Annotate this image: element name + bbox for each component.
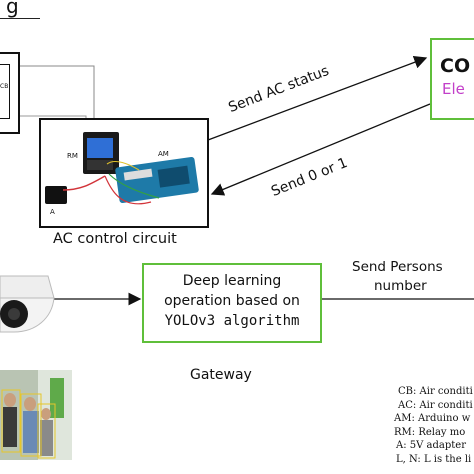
cloud-box-subtitle: Ele <box>442 80 465 98</box>
legend-item: A: 5V adapter <box>396 440 466 451</box>
arrow-send-0-or-1 <box>210 103 431 196</box>
circuit-drawing <box>45 132 199 205</box>
camera-icon <box>0 266 56 346</box>
gateway-line2: operation based on <box>164 293 300 309</box>
circuit-rm-label: RM <box>67 152 78 160</box>
ac-control-circuit-box <box>39 118 209 228</box>
circuit-am-label: AM <box>158 150 169 158</box>
ac-inner-box <box>0 64 10 119</box>
gateway-box <box>142 263 322 343</box>
send-persons-label-line1: Send Persons <box>352 259 443 275</box>
circuit-a-label: A <box>50 208 55 216</box>
legend-item: CB: Air conditi <box>398 386 473 397</box>
send-persons-label-line2: number <box>374 278 427 294</box>
top-divider <box>0 18 40 19</box>
gateway-caption: Gateway <box>190 367 252 383</box>
legend-item: AC: Air conditi <box>398 399 473 411</box>
cloud-box-title: CO <box>440 55 471 77</box>
gateway-line1: Deep learning <box>182 273 282 289</box>
legend-item: RM: Relay mo <box>394 426 466 438</box>
ac-unit-label: CB <box>0 83 9 90</box>
cloud-box <box>430 38 474 120</box>
wire-gray <box>20 65 95 128</box>
ac-control-circuit-caption: AC control circuit <box>53 231 177 247</box>
arrow-send-ac-status <box>207 56 428 141</box>
legend-item: AM: Arduino w <box>394 413 471 424</box>
legend: CB: Air conditi AC: Air conditi AM: Ardu… <box>390 385 474 466</box>
legend-item: L, N: L is the li <box>396 453 472 465</box>
top-title-fragment: g <box>6 0 19 18</box>
detection-image <box>0 360 72 460</box>
gateway-line3: YOLOv3 algorithm <box>164 313 300 329</box>
adapter <box>45 186 67 204</box>
